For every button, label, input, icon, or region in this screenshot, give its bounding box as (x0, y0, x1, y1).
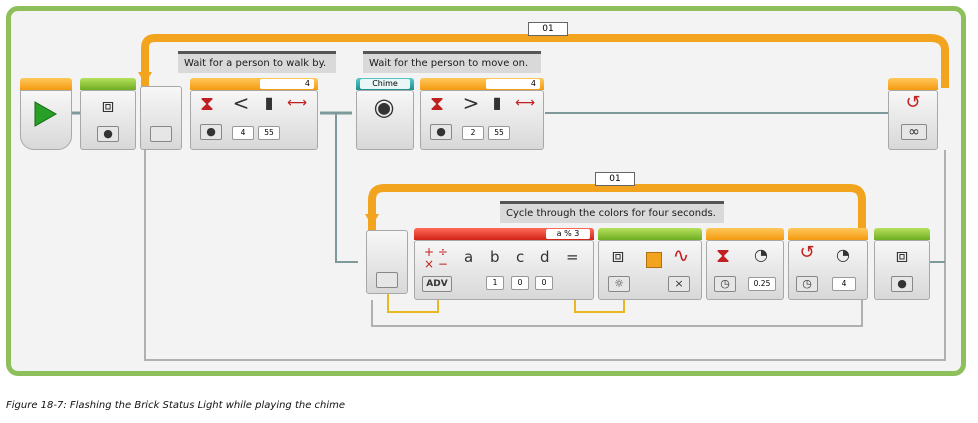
timer-mode-icon[interactable]: ◷ (796, 276, 818, 292)
math-c-value[interactable]: 0 (511, 276, 529, 290)
distance-icon: ⟷ (514, 95, 536, 111)
brick-status-light-on-block[interactable]: ⧈ ∿ ☼ × (598, 228, 702, 300)
brick-status-light-off-block[interactable]: ⧈ ● (874, 228, 930, 300)
pulse-off-icon[interactable]: × (668, 276, 690, 292)
wait-2-value[interactable]: 4 (486, 79, 540, 89)
loop-port-icon[interactable] (150, 126, 172, 142)
wait-2-distance[interactable]: 55 (488, 126, 510, 140)
wait-seconds[interactable]: 0.25 (748, 277, 776, 291)
distance-icon: ⟷ (286, 95, 308, 111)
bulb-icon[interactable]: ● (891, 276, 913, 292)
inner-loop-name[interactable]: 01 (595, 172, 635, 186)
outer-loop-start[interactable] (140, 86, 182, 150)
hourglass-icon: ⧗ (429, 91, 445, 115)
port-icon[interactable]: ● (430, 124, 452, 140)
math-d-value[interactable]: 0 (535, 276, 553, 290)
comment-move-on[interactable]: Wait for the person to move on. (363, 51, 541, 73)
compare-symbol[interactable]: < (232, 91, 250, 115)
pulse-icon: ∿ (672, 243, 690, 267)
loop-index-port[interactable] (376, 272, 398, 288)
sound-file-label[interactable]: Chime (360, 79, 410, 89)
inner-loop-end[interactable]: ↺ ◔ ◷ 4 (788, 228, 868, 300)
inner-loop-return (371, 300, 863, 327)
outer-loop-band (141, 34, 949, 88)
hourglass-icon: ⧗ (715, 243, 731, 267)
brick-icon: ⧈ (611, 243, 625, 267)
timer-mode-icon[interactable]: ◷ (714, 276, 736, 292)
inner-loop-band (368, 184, 866, 232)
play-icon (34, 101, 58, 127)
threshold-icon: ▮ (264, 93, 274, 112)
wait-1-value[interactable]: 4 (260, 79, 314, 89)
math-block[interactable]: a % 3 + ÷× − ADV a b c d = 1 0 0 (414, 228, 594, 300)
var-b: b (490, 248, 500, 266)
color-icon (646, 252, 662, 268)
port-icon[interactable]: ● (200, 124, 222, 140)
start-header (20, 78, 72, 90)
parallel-wire (335, 113, 358, 263)
var-d: d (540, 248, 550, 266)
outer-loop-name[interactable]: 01 (528, 22, 568, 36)
comment-walk-by[interactable]: Wait for a person to walk by. (178, 51, 336, 73)
wait-2-threshold[interactable]: 2 (462, 126, 484, 140)
bulb-icon[interactable]: ☼ (608, 276, 630, 292)
loop-icon: ↺ (799, 242, 815, 263)
outer-loop-return (144, 150, 946, 361)
var-a: a (464, 248, 474, 266)
speaker-icon: ◉ (373, 93, 395, 121)
math-mode[interactable]: ADV (422, 276, 452, 292)
brick-icon: ⧈ (895, 243, 909, 267)
inner-loop-arrow (365, 214, 379, 226)
data-wire-index (387, 290, 439, 313)
figure-caption: Figure 18-7: Flashing the Brick Status L… (6, 400, 346, 411)
inner-loop-start[interactable] (366, 230, 408, 294)
data-wire-result (574, 292, 625, 313)
outer-loop-arrow (138, 72, 152, 84)
threshold-icon: ▮ (492, 93, 502, 112)
wait-ultrasonic-block-2[interactable]: 4 ⧗ > ▮ ⟷ ● 2 55 (420, 78, 544, 150)
hourglass-icon: ⧗ (199, 91, 215, 115)
wait-1-threshold[interactable]: 4 (232, 126, 254, 140)
timer-icon: ◔ (836, 245, 850, 264)
wait-1-distance[interactable]: 55 (258, 126, 280, 140)
bulb-icon[interactable]: ● (97, 126, 119, 142)
compare-symbol[interactable]: > (462, 91, 480, 115)
timer-icon: ◔ (754, 245, 768, 264)
equals-sign: = (566, 248, 579, 266)
wait-ultrasonic-block-1[interactable]: 4 ⧗ < ▮ ⟷ ● 4 55 (190, 78, 318, 150)
unlimited-mode[interactable]: ∞ (901, 124, 927, 140)
brick-status-light-block[interactable]: ⧈ ● (80, 78, 136, 150)
comment-cycle-colors[interactable]: Cycle through the colors for four second… (500, 201, 724, 223)
sound-block[interactable]: Chime ◉ (356, 78, 414, 150)
math-b-value[interactable]: 1 (486, 276, 504, 290)
loop-seconds[interactable]: 4 (832, 277, 856, 291)
loop-icon: ↺ (905, 92, 921, 113)
start-block[interactable] (20, 78, 72, 150)
math-icon: + ÷× − (424, 245, 448, 271)
brick-icon: ⧈ (101, 93, 115, 117)
outer-loop-end[interactable]: ↺ ∞ (888, 78, 938, 150)
wait-time-block[interactable]: ⧗ ◔ ◷ 0.25 (706, 228, 784, 300)
math-expression[interactable]: a % 3 (546, 229, 590, 239)
var-c: c (516, 248, 525, 266)
